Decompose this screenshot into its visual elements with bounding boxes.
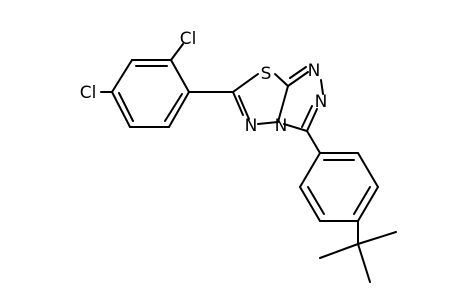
bonds xyxy=(100,43,397,283)
bond xyxy=(357,243,371,283)
bond xyxy=(357,152,379,188)
bond xyxy=(257,121,279,125)
bond xyxy=(232,91,244,116)
bond xyxy=(319,243,359,259)
bond xyxy=(289,66,307,79)
bond xyxy=(277,85,289,123)
bond xyxy=(170,43,184,61)
bond xyxy=(164,93,183,122)
nitrogen-atom-label: N xyxy=(275,116,288,136)
bond xyxy=(320,79,324,95)
bond xyxy=(306,108,318,132)
bond xyxy=(274,73,289,87)
bond xyxy=(118,92,134,122)
bond xyxy=(168,91,190,128)
bond xyxy=(111,91,131,128)
bond xyxy=(357,186,379,222)
atom-labels: Cl Cl S N N N N xyxy=(80,29,328,136)
bond xyxy=(287,71,309,87)
nitrogen-atom-label: N xyxy=(308,61,321,81)
sulfur-atom-label: S xyxy=(261,64,272,84)
chlorine-atom-label: Cl xyxy=(80,83,97,103)
bond xyxy=(307,186,325,215)
bond xyxy=(238,95,250,120)
bond xyxy=(299,152,321,188)
bond xyxy=(301,105,313,128)
bond xyxy=(232,73,259,93)
bond xyxy=(111,59,133,93)
bond xyxy=(283,123,308,132)
chlorine-atom-label: Cl xyxy=(180,29,197,49)
nitrogen-atom-label: N xyxy=(315,92,328,112)
bond xyxy=(299,186,321,222)
bond xyxy=(357,231,397,245)
bond xyxy=(353,186,371,215)
nitrogen-atom-label: N xyxy=(245,116,258,136)
bond xyxy=(306,130,321,154)
bond xyxy=(170,59,190,93)
